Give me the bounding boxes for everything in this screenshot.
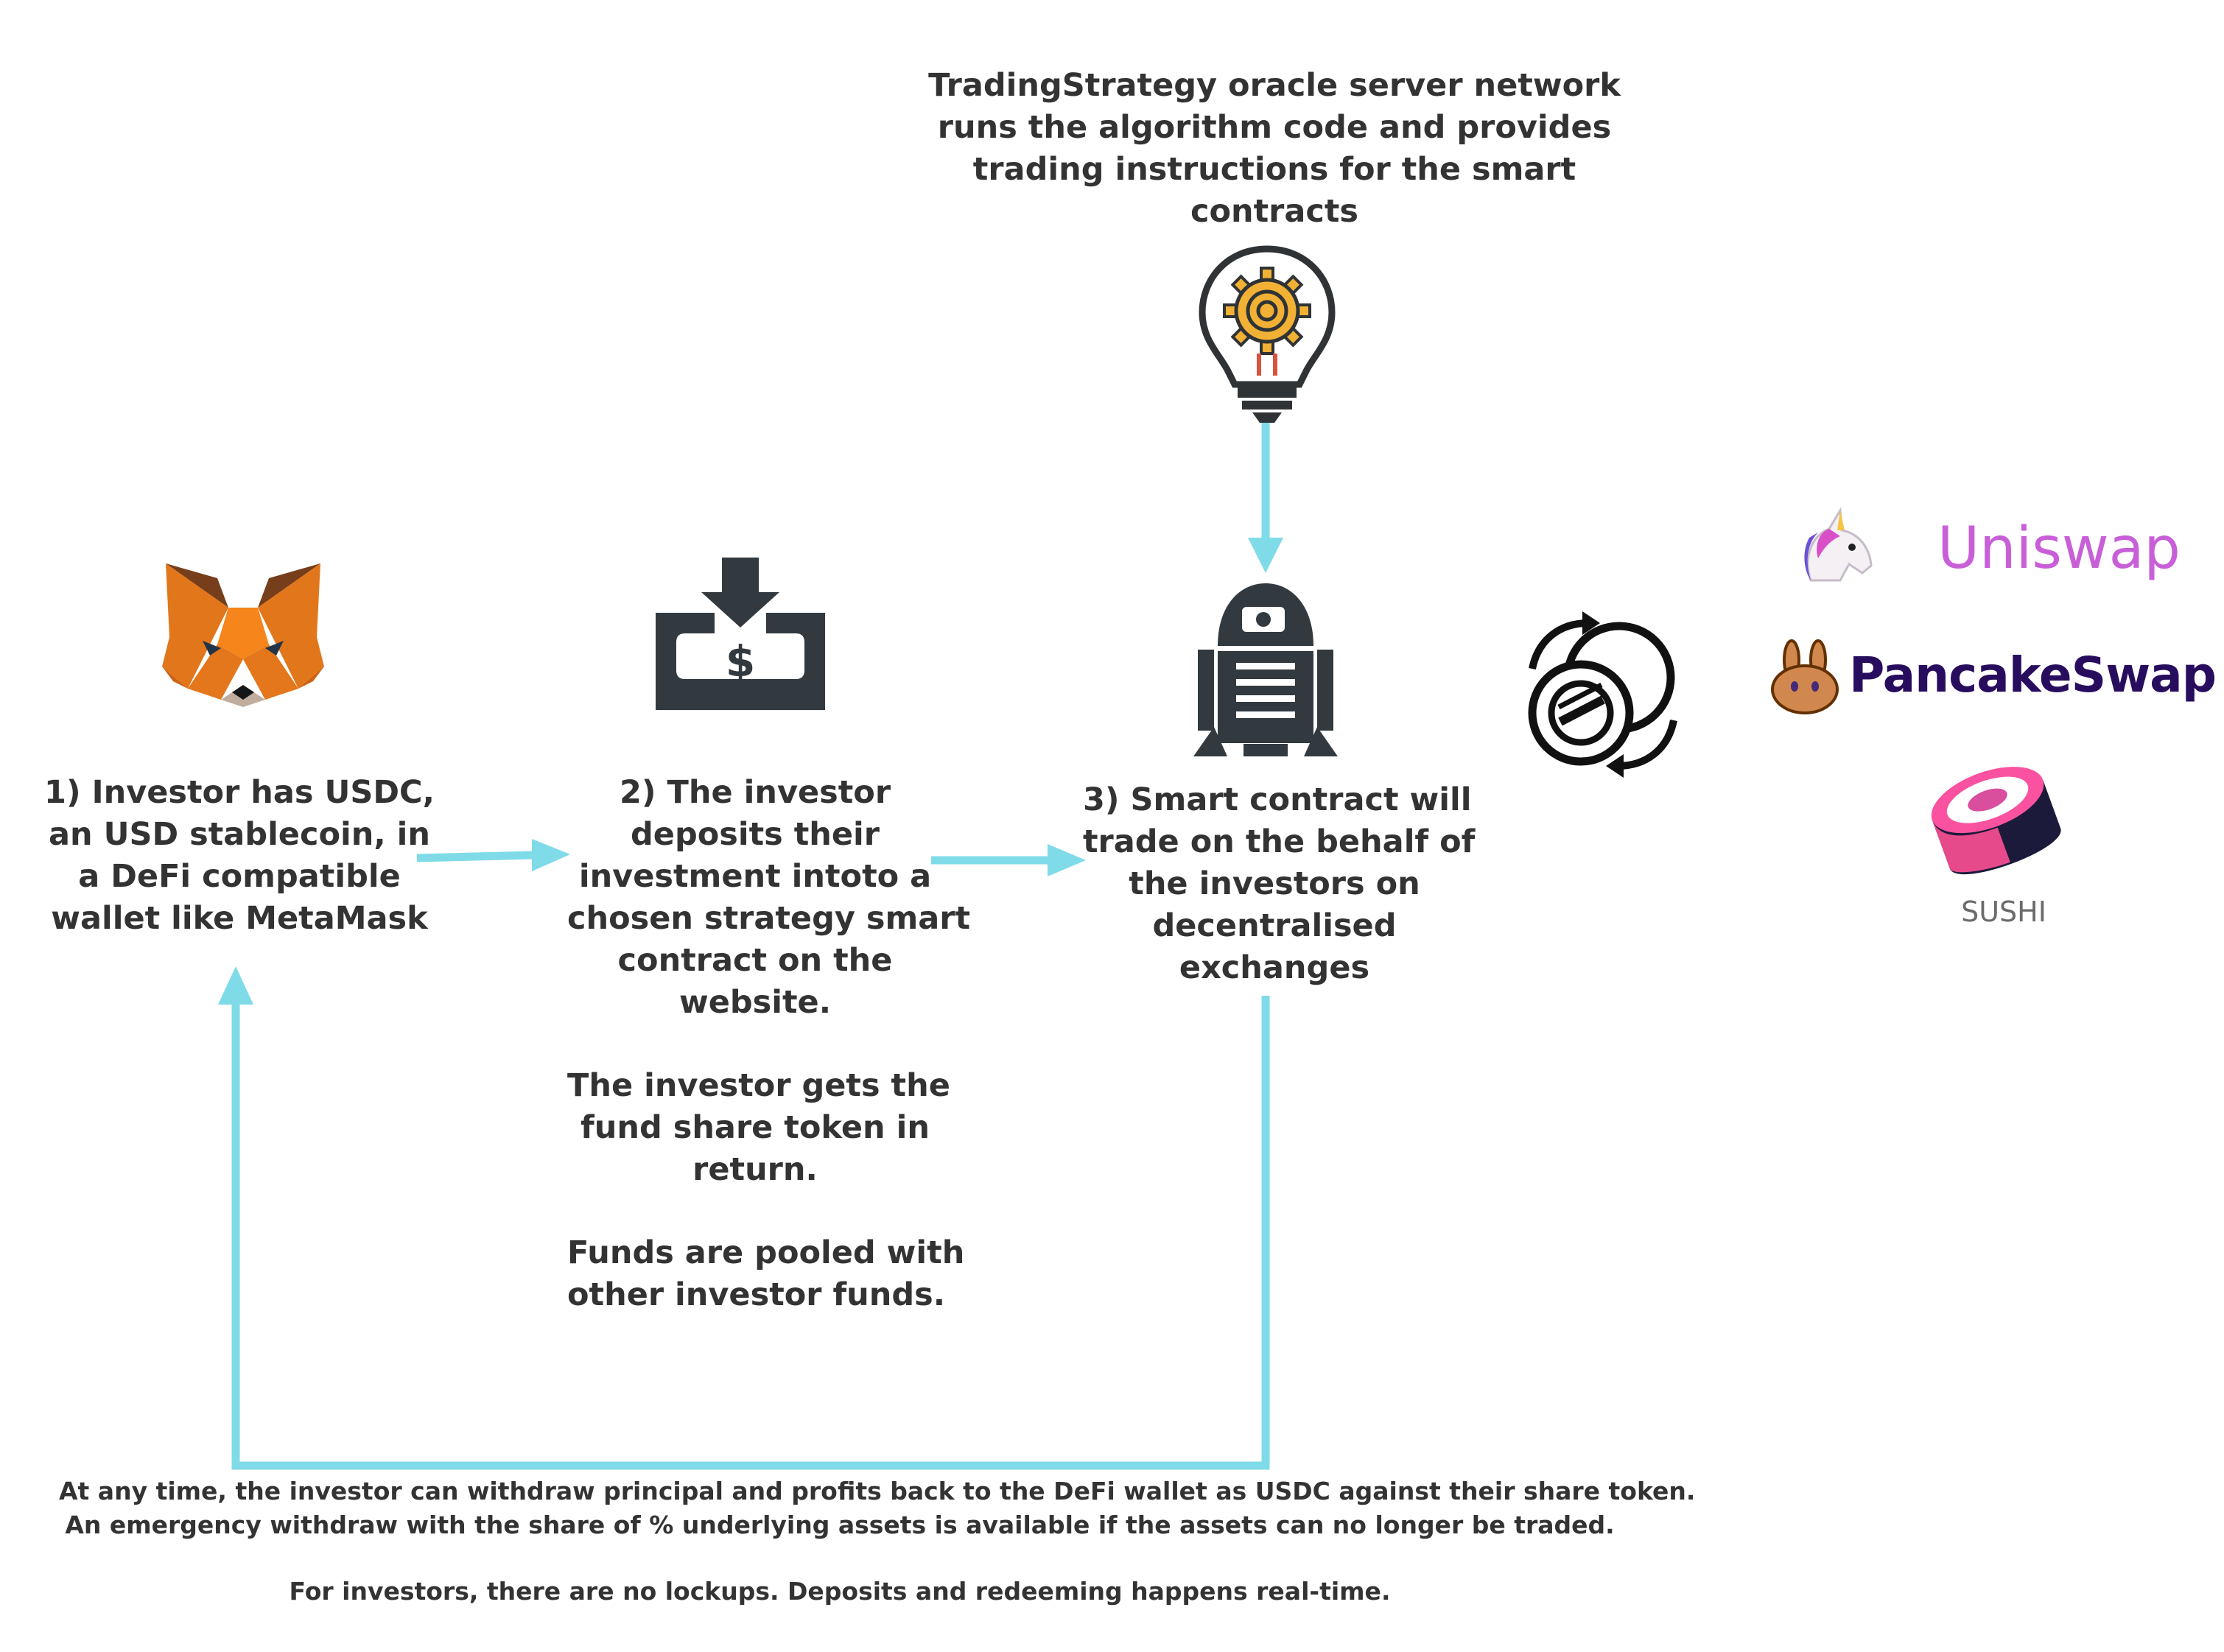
step1-line: a DeFi compatible [78, 858, 401, 895]
lightbulb-gear-icon [1199, 245, 1336, 423]
footer-line-withdraw: At any time, the investor can withdraw p… [59, 1477, 1696, 1505]
step3-line: trade on the behalf of [1083, 823, 1476, 860]
footer-line-emergency: An emergency withdraw with the share of … [65, 1511, 1615, 1539]
oracle-line: runs the algorithm code and provides [937, 109, 1612, 146]
token-swap-icon [1528, 611, 1677, 778]
oracle-line: trading instructions for the smart [972, 151, 1576, 188]
bunny-icon [1771, 639, 1839, 714]
sushi-roll-icon [1931, 767, 2061, 875]
step2-line: The investor gets the [567, 1067, 950, 1104]
pancakeswap-label: PancakeSwap [1849, 647, 2217, 703]
arrow-wallet-to-deposit [416, 839, 570, 871]
step2-line: Funds are pooled with [567, 1234, 965, 1271]
arrow-oracle-to-contract [1248, 418, 1283, 573]
money-deposit-icon: $ [656, 558, 825, 710]
step3-line: 3) Smart contract will [1083, 781, 1472, 818]
step2-line: 2) The investor [619, 774, 891, 811]
step2-line: chosen strategy smart [567, 900, 971, 937]
arrow-deposit-to-contract [931, 844, 1086, 876]
step2-description: 2) The investor deposits their investmen… [567, 772, 971, 1316]
step2-line: contract on the [617, 942, 893, 979]
oracle-line: contracts [1190, 193, 1359, 230]
footer-gap [59, 1542, 1621, 1575]
step3-line: exchanges [1179, 949, 1370, 986]
svg-text:$: $ [726, 636, 755, 686]
step2-line: website. [678, 984, 832, 1021]
step1-description: 1) Investor has USDC, an USD stablecoin,… [44, 772, 435, 940]
step2-line: fund share token in [580, 1109, 930, 1146]
step3-line: decentralised [1152, 907, 1397, 944]
unicorn-icon [1804, 507, 1873, 582]
step2-paragraph-main: 2) The investor deposits their investmen… [567, 772, 971, 1024]
sushi-label: SUSHI [1961, 896, 2046, 928]
step2-line: return. [692, 1151, 818, 1188]
step2-line: deposits their [631, 816, 880, 853]
arrow-withdraw-loop [218, 966, 1270, 1470]
withdrawal-notes: At any time, the investor can withdraw p… [59, 1475, 1696, 1609]
robot-icon [1193, 583, 1338, 756]
step2-line: investment intoto a [578, 858, 932, 895]
step3-line: the investors on [1129, 865, 1420, 902]
metamask-fox-icon [162, 563, 324, 707]
step2-paragraph-share-token: The investor gets the fund share token i… [567, 1065, 950, 1191]
oracle-line: TradingStrategy oracle server network [928, 67, 1621, 104]
step2-paragraph-pooled: Funds are pooled with other investor fun… [567, 1232, 965, 1316]
step3-description: 3) Smart contract will trade on the beha… [1083, 779, 1476, 989]
step1-line: 1) Investor has USDC, [44, 774, 435, 811]
step1-line: wallet like MetaMask [51, 900, 428, 937]
footer-line-lockups: For investors, there are no lockups. Dep… [289, 1577, 1391, 1606]
step2-line: other investor funds. [567, 1276, 946, 1313]
oracle-description: TradingStrategy oracle server network ru… [899, 65, 1650, 233]
uniswap-label: Uniswap [1937, 516, 2181, 582]
step1-line: an USD stablecoin, in [48, 816, 431, 853]
